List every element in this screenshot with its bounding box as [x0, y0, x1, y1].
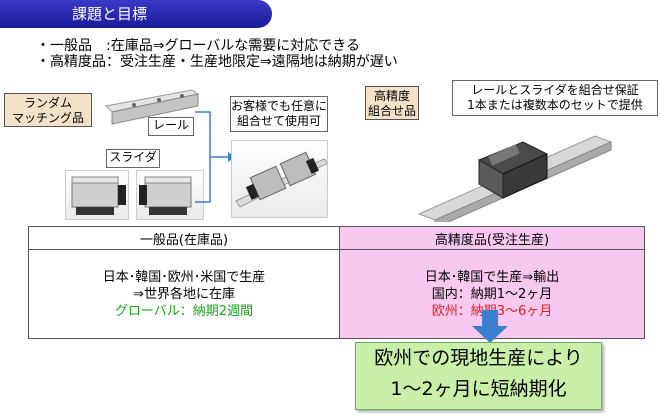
assembled-photo — [231, 140, 328, 218]
slider-photo-1 — [65, 170, 129, 220]
general-header: 一般品(在庫品) — [28, 226, 340, 250]
result-line-1: 欧州での現地生産により — [374, 347, 583, 369]
general-cell: 日本･韓国･欧州･米国で生産 ⇒世界各地に在庫 グローバル：納期2週間 — [28, 249, 340, 339]
bullet-general: ・一般品 :在庫品⇒グローバルな需要に対応できる — [36, 38, 361, 54]
high-precision-product-image — [417, 135, 613, 222]
slider-photo-2 — [136, 170, 204, 220]
high-precision-header: 高精度品(受注生産) — [339, 226, 645, 250]
title-banner: 課題と目標 — [0, 0, 272, 28]
high-precision-line-1: 日本･韓国で生産⇒輸出 — [424, 269, 560, 285]
connector-arrow — [195, 111, 235, 203]
combine-note: お客様でも任意に 組合せて使用可 — [230, 96, 328, 132]
guarantee-note: レールとスライダを組合せ保証 1本または複数本のセットで提供 — [452, 80, 658, 116]
down-arrow-icon — [472, 310, 508, 343]
general-line-2: ⇒世界各地に在庫 — [133, 286, 235, 302]
general-lead-time: グローバル：納期2週間 — [114, 303, 254, 319]
comparison-table: 一般品(在庫品) 高精度品(受注生産) 日本･韓国･欧州･米国で生産 ⇒世界各地… — [28, 226, 645, 339]
result-box: 欧州での現地生産により 1～2ヶ月に短納期化 — [355, 342, 602, 410]
high-precision-set-label: 高精度 組合せ品 — [365, 86, 419, 120]
random-matching-label: ランダム マッチング品 — [4, 93, 92, 127]
high-precision-line-2: 国内：納期1～2ヶ月 — [431, 286, 553, 302]
slider-label: スライダ — [106, 149, 160, 168]
general-line-1: 日本･韓国･欧州･米国で生産 — [102, 269, 266, 285]
rail-photo — [104, 86, 200, 138]
result-line-2: 1～2ヶ月に短納期化 — [390, 378, 567, 400]
bullet-high-precision: ・高精度品：受注生産・生産地限定⇒遠隔地は納期が遅い — [36, 54, 398, 70]
rail-label: レール — [148, 117, 194, 136]
